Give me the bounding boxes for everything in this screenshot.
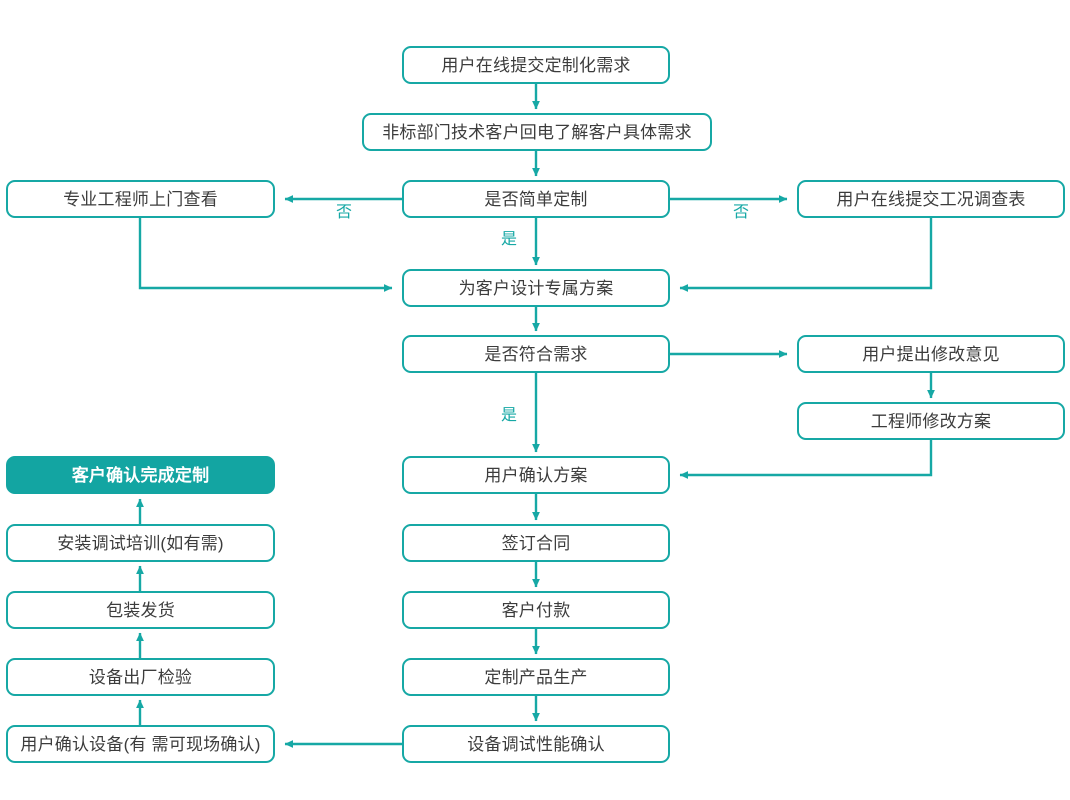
- flow-node-n13[interactable]: 安装调试培训(如有需): [6, 524, 275, 562]
- edge-label-yes-meets: 是: [501, 407, 518, 424]
- edge-label-yes-simple: 是: [501, 231, 518, 248]
- flow-node-n1[interactable]: 用户在线提交定制化需求: [402, 46, 670, 84]
- flow-node-n8[interactable]: 用户提出修改意见: [797, 335, 1065, 373]
- flow-node-n5[interactable]: 用户在线提交工况调查表: [797, 180, 1065, 218]
- edge-label-no-right: 否: [733, 204, 750, 221]
- flow-node-n11[interactable]: 客户确认完成定制: [6, 456, 275, 494]
- flow-node-n16[interactable]: 定制产品生产: [402, 658, 670, 696]
- flow-node-n6[interactable]: 为客户设计专属方案: [402, 269, 670, 307]
- edge-survey-to-design: [679, 218, 933, 292]
- flow-node-n15[interactable]: 包装发货: [6, 591, 275, 629]
- flow-node-n10[interactable]: 用户确认方案: [402, 456, 670, 494]
- edge-label-no-left: 否: [336, 204, 353, 221]
- flow-node-n2[interactable]: 非标部门技术客户回电了解客户具体需求: [362, 113, 712, 151]
- flow-node-n14[interactable]: 客户付款: [402, 591, 670, 629]
- flow-node-n3[interactable]: 是否简单定制: [402, 180, 670, 218]
- edge-revise-to-confirm: [679, 440, 933, 479]
- flow-node-n12[interactable]: 签订合同: [402, 524, 670, 562]
- flow-node-n7[interactable]: 是否符合需求: [402, 335, 670, 373]
- flow-node-n9[interactable]: 工程师修改方案: [797, 402, 1065, 440]
- flow-node-n18[interactable]: 设备调试性能确认: [402, 725, 670, 763]
- flow-node-n19[interactable]: 用户确认设备(有 需可现场确认): [6, 725, 275, 763]
- edge-engineer-to-design: [138, 218, 393, 292]
- flow-node-n4[interactable]: 专业工程师上门查看: [6, 180, 275, 218]
- flow-node-n17[interactable]: 设备出厂检验: [6, 658, 275, 696]
